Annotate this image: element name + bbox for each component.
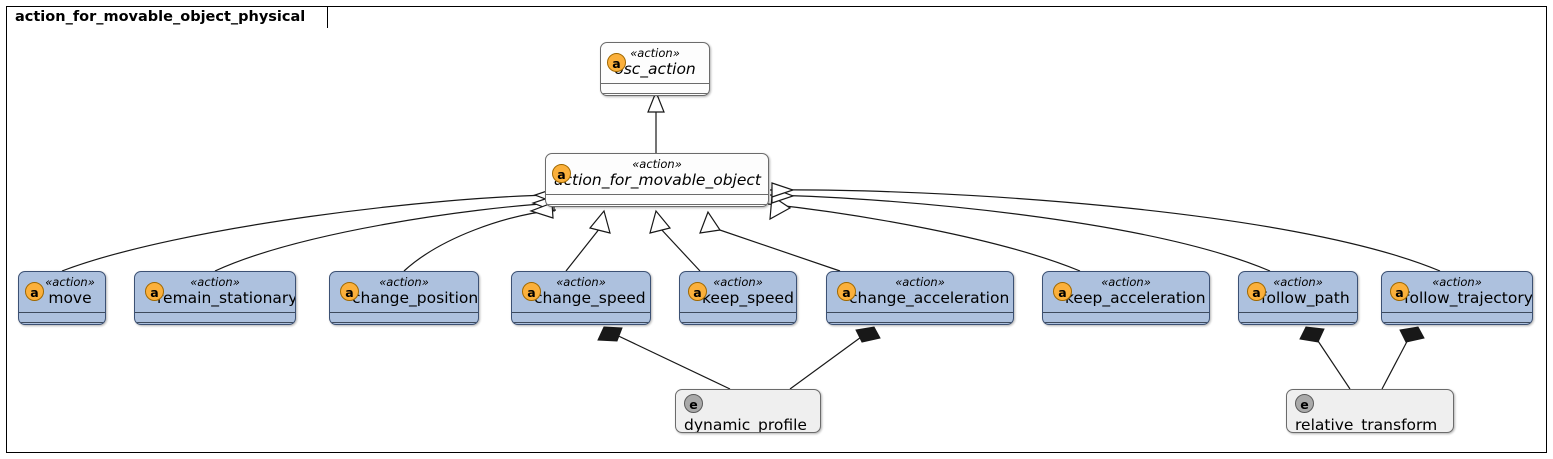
action-badge-icon: a <box>522 282 541 301</box>
operations-compartment <box>601 93 709 95</box>
class-node-change-speed[interactable]: a «action» change_speed <box>511 271 651 325</box>
node-header: e dynamic_profile <box>676 390 820 433</box>
action-badge-icon: a <box>1053 282 1072 301</box>
attributes-compartment <box>601 83 709 93</box>
class-node-change-position[interactable]: a «action» change_position <box>329 271 479 325</box>
stereotype-label: «action» <box>895 275 945 289</box>
class-name: keep_acceleration <box>1065 289 1206 307</box>
node-header: e relative_transform <box>1287 390 1453 433</box>
class-name: dynamic_profile <box>684 415 807 433</box>
node-header: a «action» action_for_movable_object <box>546 154 768 194</box>
attributes-compartment <box>512 312 650 322</box>
node-header: a «action» follow_path <box>1239 272 1357 312</box>
class-name: follow_path <box>1261 289 1350 307</box>
enum-badge-icon: e <box>1295 394 1314 413</box>
stereotype-label: «action» <box>45 275 95 289</box>
node-header: a «action» move <box>19 272 105 312</box>
class-name: osc_action <box>614 60 696 78</box>
stereotype-label: «action» <box>556 275 606 289</box>
action-badge-icon: a <box>607 53 626 72</box>
operations-compartment <box>330 322 478 324</box>
stereotype-label: «action» <box>1273 275 1323 289</box>
operations-compartment <box>546 204 768 206</box>
package-frame <box>6 6 1547 453</box>
node-header: a «action» follow_trajectory <box>1382 272 1532 312</box>
class-name: change_speed <box>534 289 646 307</box>
node-header: a «action» osc_action <box>601 43 709 83</box>
class-node-keep-acceleration[interactable]: a «action» keep_acceleration <box>1042 271 1210 325</box>
class-name: follow_trajectory <box>1404 289 1533 307</box>
action-badge-icon: a <box>837 282 856 301</box>
class-name: change_acceleration <box>849 289 1010 307</box>
attributes-compartment <box>1043 312 1209 322</box>
class-name: keep_speed <box>702 289 794 307</box>
attributes-compartment <box>1239 312 1357 322</box>
attributes-compartment <box>1382 312 1532 322</box>
class-node-keep-speed[interactable]: a «action» keep_speed <box>679 271 797 325</box>
stereotype-label: «action» <box>1101 275 1151 289</box>
class-node-follow-path[interactable]: a «action» follow_path <box>1238 271 1358 325</box>
node-header: a «action» remain_stationary <box>135 272 295 312</box>
class-name: remain_stationary <box>157 289 296 307</box>
package-title: action_for_movable_object_physical <box>6 6 329 28</box>
class-node-remain-stationary[interactable]: a «action» remain_stationary <box>134 271 296 325</box>
action-badge-icon: a <box>688 282 707 301</box>
action-badge-icon: a <box>25 282 44 301</box>
attributes-compartment <box>135 312 295 322</box>
node-header: a «action» keep_speed <box>680 272 796 312</box>
stereotype-label: «action» <box>1432 275 1482 289</box>
stereotype-label: «action» <box>190 275 240 289</box>
class-node-osc-action[interactable]: a «action» osc_action <box>600 42 710 96</box>
class-node-relative-transform[interactable]: e relative_transform <box>1286 389 1454 433</box>
attributes-compartment <box>680 312 796 322</box>
operations-compartment <box>680 322 796 324</box>
attributes-compartment <box>330 312 478 322</box>
action-badge-icon: a <box>340 282 359 301</box>
attributes-compartment <box>827 312 1013 322</box>
stereotype-label: «action» <box>379 275 429 289</box>
node-header: a «action» change_acceleration <box>827 272 1013 312</box>
action-badge-icon: a <box>1390 282 1409 301</box>
node-header: a «action» keep_acceleration <box>1043 272 1209 312</box>
operations-compartment <box>1043 322 1209 324</box>
class-node-change-acceleration[interactable]: a «action» change_acceleration <box>826 271 1014 325</box>
class-node-move[interactable]: a «action» move <box>18 271 106 325</box>
operations-compartment <box>135 322 295 324</box>
enum-badge-icon: e <box>684 394 703 413</box>
action-badge-icon: a <box>552 164 571 183</box>
attributes-compartment <box>546 194 768 204</box>
class-name: move <box>48 289 92 307</box>
class-name: action_for_movable_object <box>554 171 761 189</box>
class-node-action-for-movable-object[interactable]: a «action» action_for_movable_object <box>545 153 769 207</box>
class-name: relative_transform <box>1295 415 1438 433</box>
action-badge-icon: a <box>1247 282 1266 301</box>
node-header: a «action» change_position <box>330 272 478 312</box>
attributes-compartment <box>19 312 105 322</box>
operations-compartment <box>1382 322 1532 324</box>
class-node-follow-trajectory[interactable]: a «action» follow_trajectory <box>1381 271 1533 325</box>
class-node-dynamic-profile[interactable]: e dynamic_profile <box>675 389 821 433</box>
action-badge-icon: a <box>145 282 164 301</box>
stereotype-label: «action» <box>713 275 763 289</box>
stereotype-label: «action» <box>632 157 682 171</box>
operations-compartment <box>512 322 650 324</box>
operations-compartment <box>827 322 1013 324</box>
stereotype-label: «action» <box>630 46 680 60</box>
operations-compartment <box>1239 322 1357 324</box>
operations-compartment <box>19 322 105 324</box>
class-name: change_position <box>352 289 479 307</box>
node-header: a «action» change_speed <box>512 272 650 312</box>
